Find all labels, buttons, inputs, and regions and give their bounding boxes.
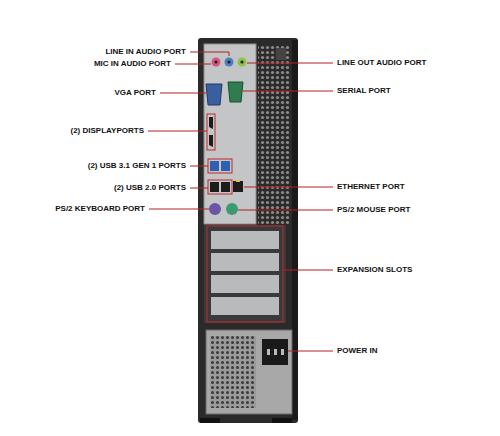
callout-label: PS/2 MOUSE PORT [336,205,411,215]
socket-pin [267,349,270,355]
vent-grille [258,44,290,224]
callout-label: EXPANSION SLOTS [336,265,413,275]
usb-2-port [210,182,219,192]
usb-2-port [221,182,230,192]
case-foot [272,418,292,423]
slot-cover [211,231,279,249]
leader-line [149,209,209,210]
leader-line [243,91,333,92]
ethernet-jack [233,181,243,192]
case-body [198,38,298,423]
serial-connector [228,82,243,102]
case-edge [292,40,298,420]
callout-label: POWER IN [336,346,378,356]
displayport-connector [209,117,213,129]
line-in-jack [225,58,234,67]
leader-lines [148,52,333,351]
io-plate [204,44,256,224]
case-foot [200,418,220,423]
lock-slot [276,48,286,60]
psu-plate [206,330,292,414]
callout-label: MIC IN AUDIO PORT [93,59,172,69]
slot-cover [211,297,279,315]
power-socket [262,339,288,365]
usb-3-port [221,161,230,171]
callout-label: (2) USB 3.1 GEN 1 PORTS [87,161,187,171]
leader-line [247,63,333,64]
leader-line [148,131,207,132]
usb-outline [208,180,232,194]
psu-vent [210,336,256,408]
leader-line [175,64,211,65]
callout-label: VGA PORT [114,88,157,98]
leader-line [283,270,333,271]
displayport-connector [209,135,213,147]
ps2-keyboard-connector [209,203,221,215]
callout-label: (2) USB 2.0 PORTS [113,183,187,193]
leader-line [190,188,208,189]
displayport-outline [207,114,215,150]
usb-3-port [210,161,219,171]
socket-pin [274,349,277,355]
leader-line [190,52,229,56]
leader-line [238,210,333,211]
vga-connector [206,84,222,105]
jack-hole [240,60,243,63]
mic-jack [212,58,221,67]
callout-label: ETHERNET PORT [336,182,406,192]
callout-label: LINE IN AUDIO PORT [104,47,187,57]
slot-area [204,225,286,323]
leader-line [160,93,206,94]
line-out-jack [238,58,247,67]
callout-label: SERIAL PORT [336,86,392,96]
slot-cover [211,253,279,271]
ps2-mouse-connector [226,203,238,215]
callout-label: PS/2 KEYBOARD PORT [54,204,146,214]
callout-label: (2) DISPLAYPORTS [70,126,146,136]
slot-outline [207,226,283,322]
callout-label: LINE OUT AUDIO PORT [336,58,427,68]
leader-line [288,351,333,352]
jack-hole [227,60,230,63]
leader-line [244,187,333,188]
jack-hole [214,60,217,63]
usb-outline [208,159,232,173]
slot-cover [211,275,279,293]
ethernet-led [236,180,240,182]
leader-line [190,166,208,167]
socket-pin [281,349,284,355]
